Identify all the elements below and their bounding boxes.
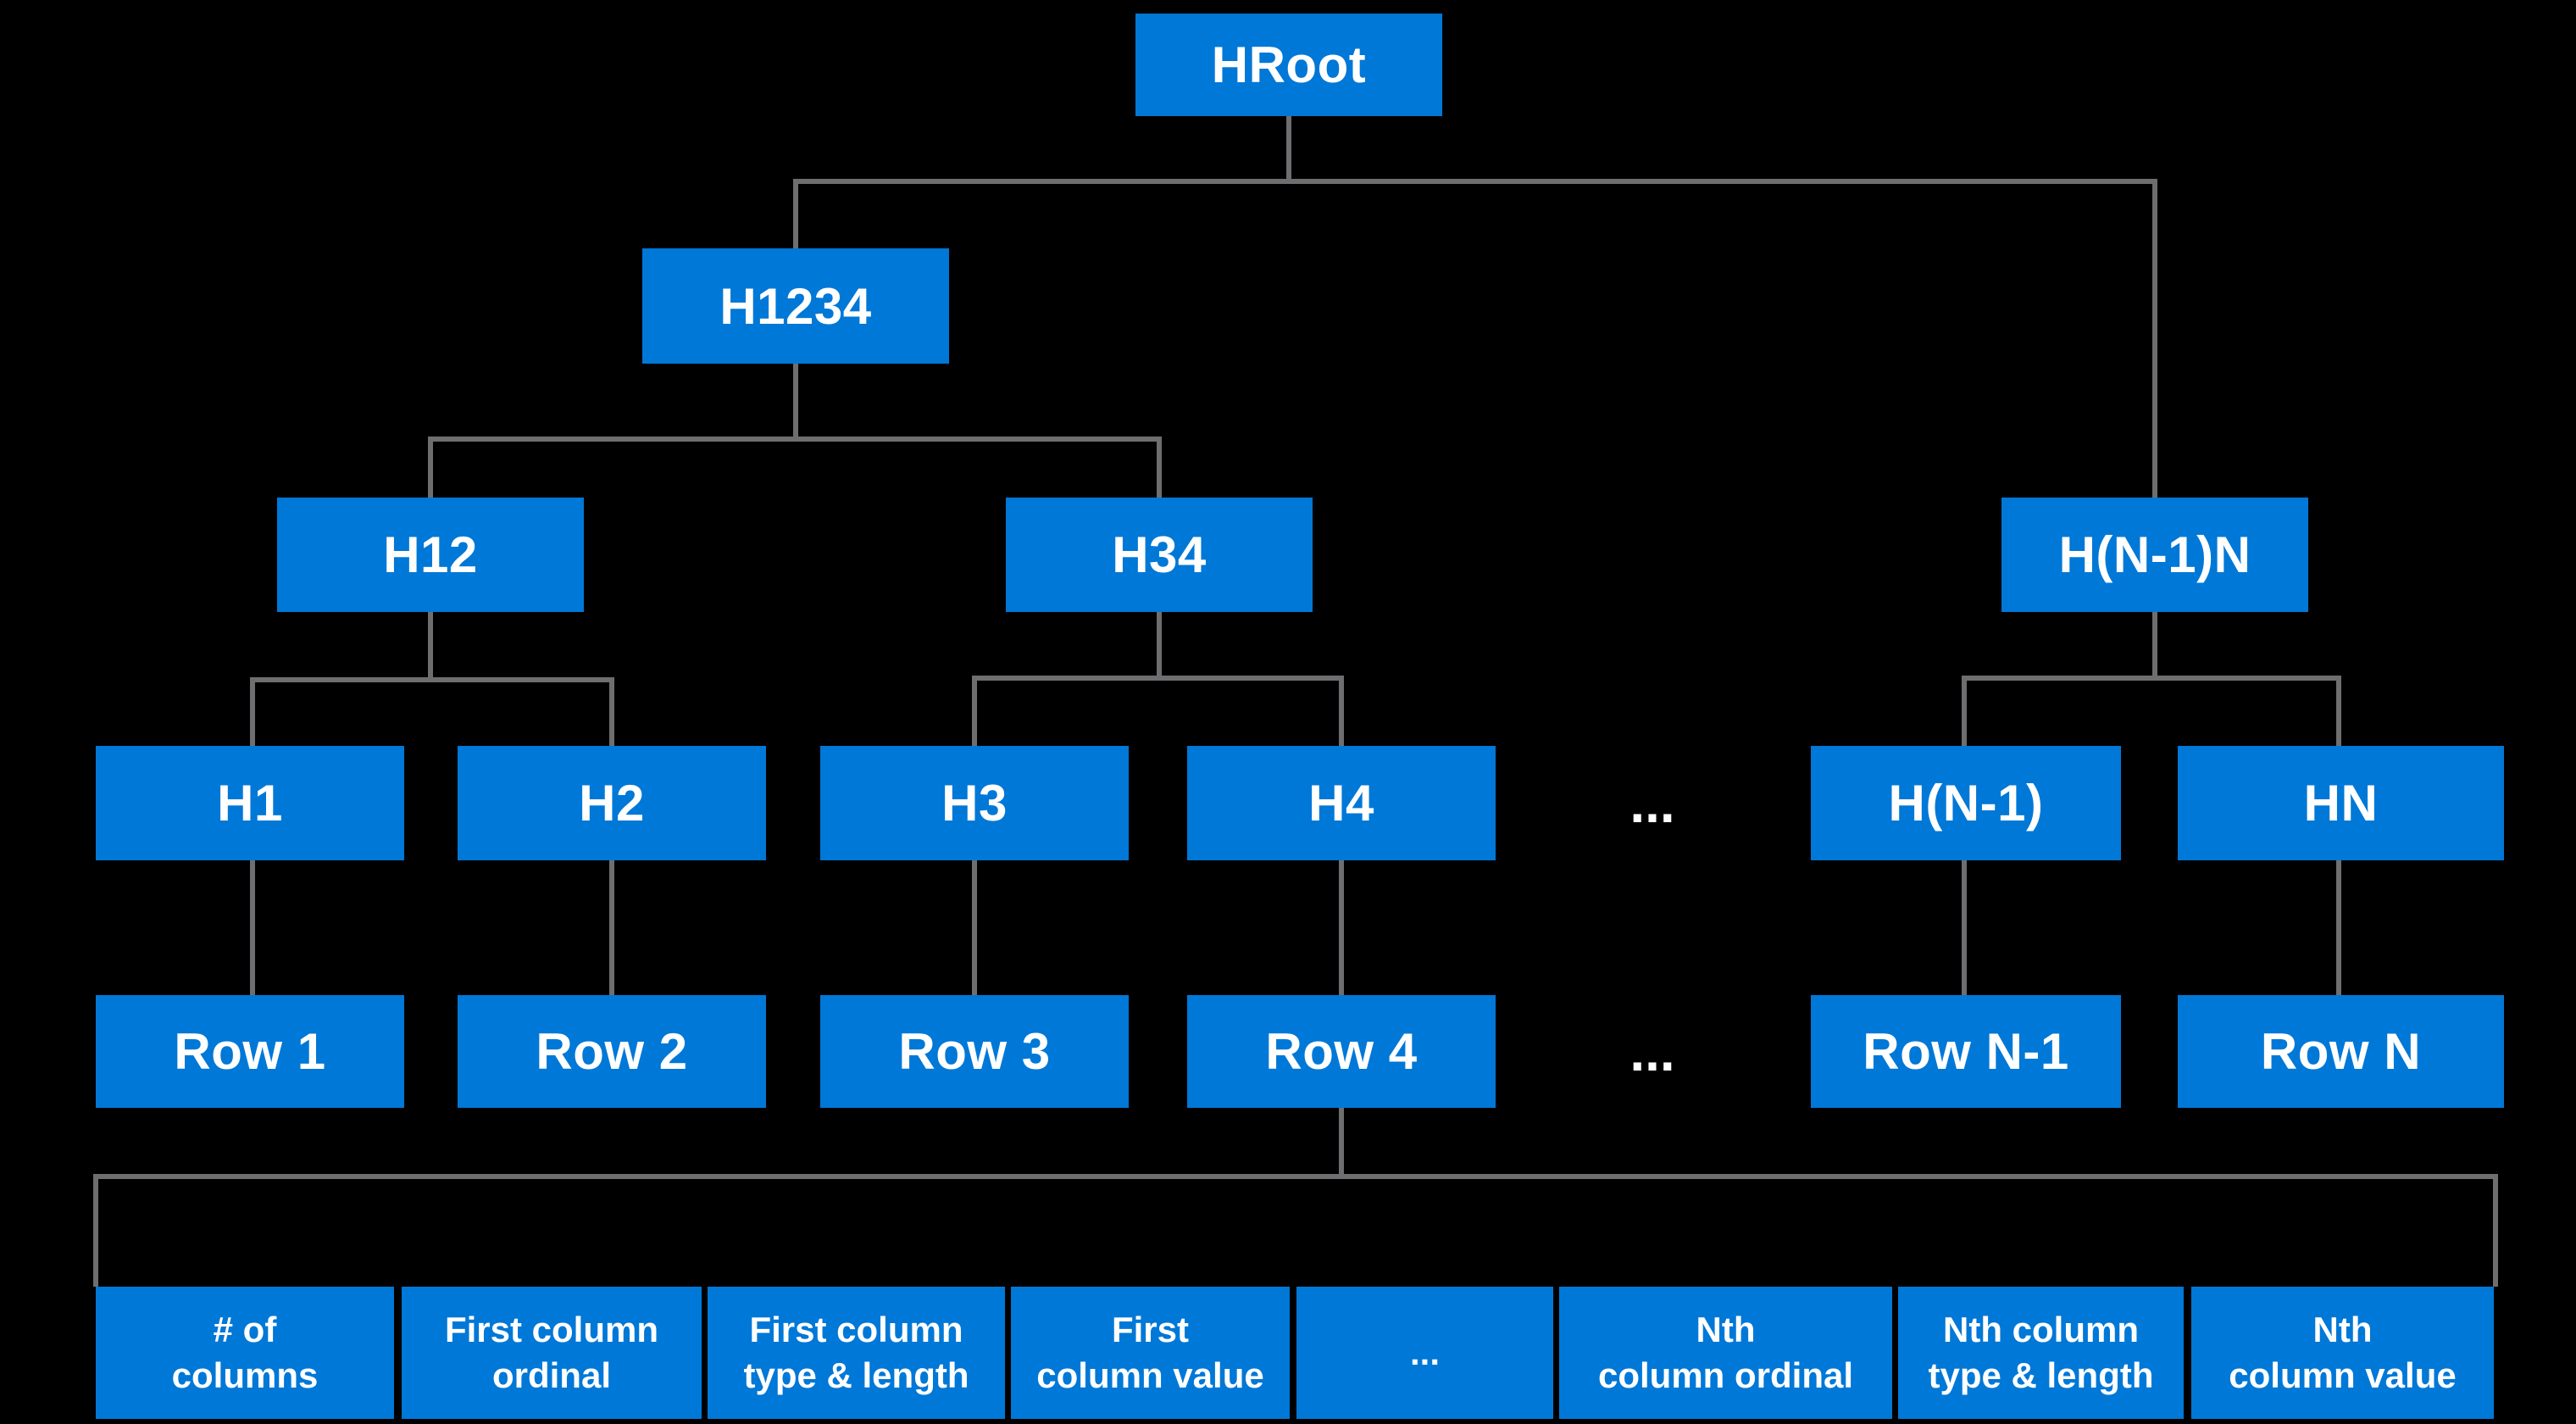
node-h12: H12: [277, 498, 584, 612]
node-row3: Row 3: [820, 995, 1129, 1108]
node-h1: H1: [96, 746, 404, 860]
connector-h4-row4: [1339, 860, 1344, 995]
connector-hroot-drop: [1286, 116, 1291, 181]
row-field-ellipsis: ...: [1296, 1287, 1553, 1419]
node-row2: Row 2: [458, 995, 766, 1108]
connector-h1-row1: [250, 860, 255, 995]
connector-hn1n-riser: [2152, 179, 2157, 500]
connector-h2-riser: [609, 677, 614, 746]
row-row-ellipsis: ...: [1629, 1021, 1675, 1082]
node-h1234: H1234: [642, 248, 949, 364]
row-field-nth-type-length: Nth column type & length: [1898, 1287, 2184, 1419]
connector-h2-row2: [609, 860, 614, 995]
connector-level2-bus: [793, 179, 2157, 184]
node-h2: H2: [458, 746, 766, 860]
connector-h3-riser: [972, 676, 977, 746]
node-h4: H4: [1187, 746, 1496, 860]
connector-hn1n-drop: [2152, 612, 2157, 678]
connector-h4-riser: [1339, 676, 1344, 746]
connector-h12-riser: [428, 437, 433, 500]
connector-hn1n-bus: [1962, 676, 2341, 681]
node-row1: Row 1: [96, 995, 404, 1108]
connector-h1234-riser: [793, 179, 798, 251]
connector-h34-riser: [1157, 437, 1162, 500]
connector-hn1-rown1: [1962, 860, 1967, 995]
connector-hn-rown: [2336, 860, 2341, 995]
connector-hn-riser: [2336, 676, 2341, 746]
node-h3: H3: [820, 746, 1129, 860]
connector-h12-drop: [428, 612, 433, 680]
connector-h1-riser: [250, 677, 255, 746]
connector-h1234-drop: [793, 364, 798, 442]
node-rown: Row N: [2178, 995, 2504, 1108]
row-field-first-value: First column value: [1011, 1287, 1290, 1419]
connector-rowfields-bus: [93, 1174, 2498, 1179]
row-field-nth-ordinal: Nth column ordinal: [1559, 1287, 1892, 1419]
node-hn1n: H(N-1)N: [2001, 498, 2308, 612]
row-field-num-columns: # of columns: [96, 1287, 394, 1419]
node-h34: H34: [1006, 498, 1313, 612]
row-field-first-type-length: First column type & length: [708, 1287, 1005, 1419]
hash-row-ellipsis: ...: [1629, 772, 1675, 834]
node-rown1: Row N-1: [1811, 995, 2121, 1108]
connector-h34-bus: [972, 676, 1344, 681]
connector-rowfields-right: [2493, 1174, 2498, 1287]
node-row4: Row 4: [1187, 995, 1496, 1108]
connector-row4-drop: [1339, 1108, 1344, 1176]
node-hroot: HRoot: [1135, 14, 1442, 116]
connector-rowfields-left: [93, 1174, 98, 1287]
row-field-nth-value: Nth column value: [2191, 1287, 2494, 1419]
row-field-first-ordinal: First column ordinal: [402, 1287, 702, 1419]
connector-h12-bus: [250, 677, 614, 682]
connector-h34-drop: [1157, 612, 1162, 678]
connector-level3-bus: [428, 437, 1162, 442]
connector-h3-row3: [972, 860, 977, 995]
node-hn1: H(N-1): [1811, 746, 2121, 860]
connector-hn1-riser: [1962, 676, 1967, 746]
node-hn: HN: [2178, 746, 2504, 860]
